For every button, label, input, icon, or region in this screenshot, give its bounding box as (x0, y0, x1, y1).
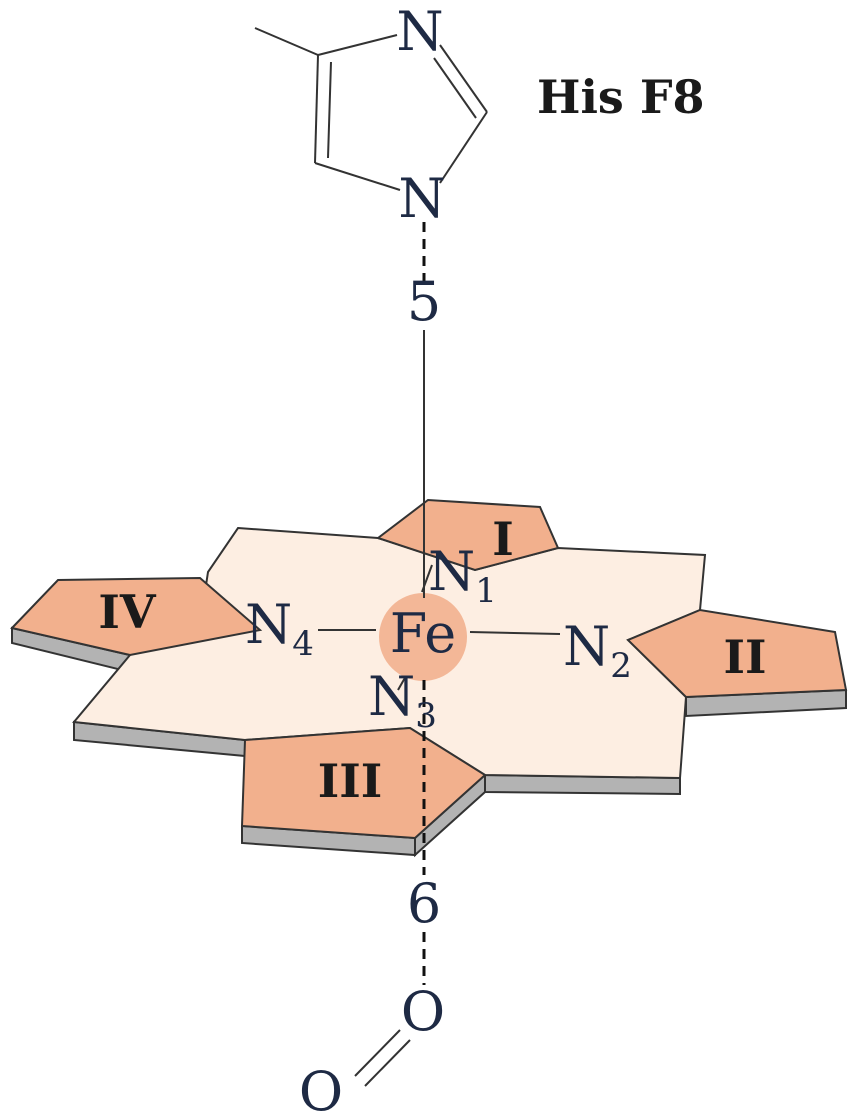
fe-highlight (379, 593, 467, 681)
pyrrole-label-iii: III (318, 754, 383, 808)
n2-label: N2 (563, 615, 632, 686)
pyrrole-label-iv: IV (98, 585, 157, 639)
distal-position-label: 6 (407, 872, 441, 935)
imidazole-ring (254, 27, 488, 191)
n4-label: N4 (245, 593, 314, 664)
pyrrole-label-ii: II (723, 630, 766, 684)
pyrrole-label-i: I (492, 512, 514, 566)
o2-lower-atom: O (299, 1060, 343, 1118)
proximal-position-label: 5 (407, 270, 441, 333)
o2-upper-atom: O (401, 980, 445, 1043)
residue-label: His F8 (537, 70, 705, 124)
pyrrole-ring-iv (10, 576, 263, 657)
o2-double-bond (354, 1029, 411, 1087)
n3-label: N3 (368, 665, 437, 736)
imidazole-n-top: N (396, 0, 443, 63)
n1-label: N1 (428, 540, 497, 611)
pyrrole-ring-ii (626, 608, 848, 699)
fe-atom-label: Fe (390, 602, 456, 665)
imidazole-n-bottom: N (398, 167, 445, 230)
